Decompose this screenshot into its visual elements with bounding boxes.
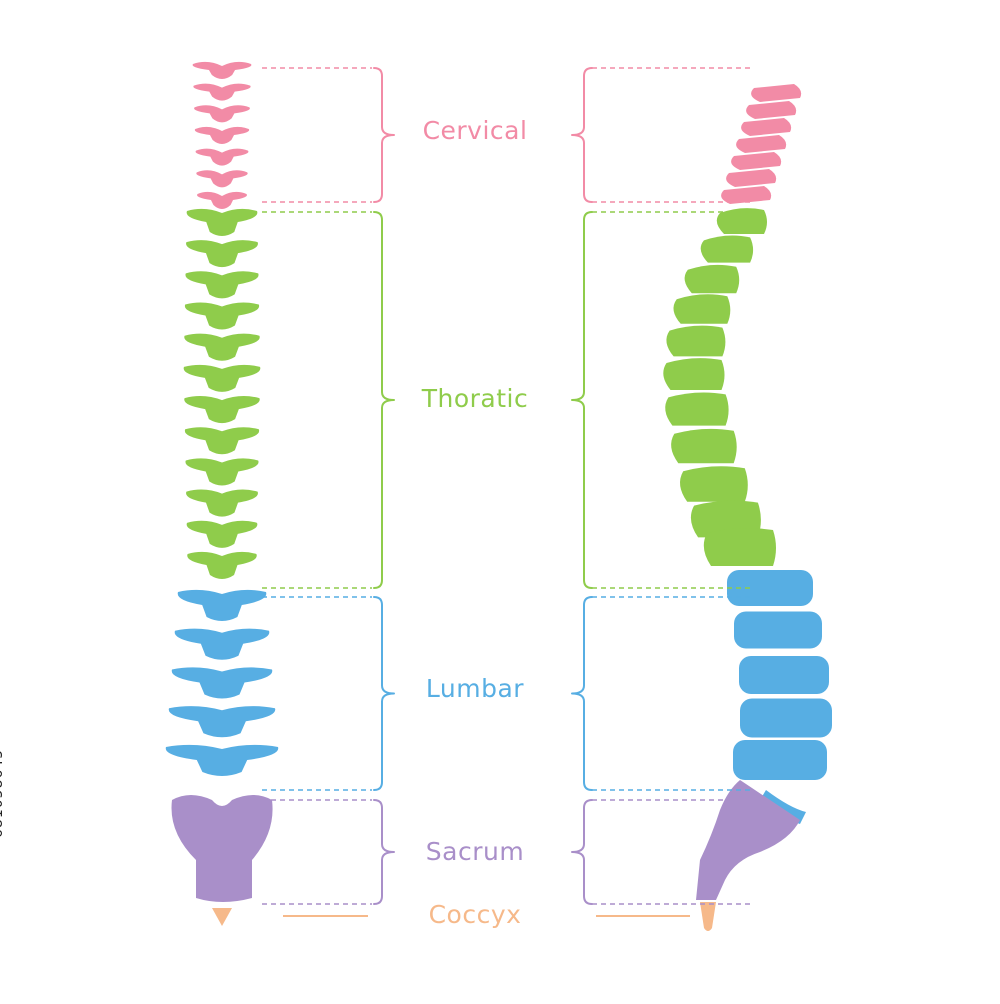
thoracic-vertebra-side (665, 392, 729, 426)
thoracic-vertebra-front (186, 240, 258, 268)
lumbar-vertebra-side (740, 698, 832, 738)
cervical-vertebra-front (195, 148, 249, 166)
thoracic-vertebra-front (184, 396, 260, 424)
lumbar-vertebra-side (734, 611, 822, 649)
cervical-vertebra-front (192, 61, 252, 79)
cervical-vertebra-side (736, 135, 787, 153)
lumbar-vertebra-front (168, 706, 276, 738)
lumbar-facet-side (760, 790, 806, 824)
cervical-vertebra-front (194, 126, 250, 144)
cervical-vertebra-side (721, 186, 772, 204)
brace-right-cervical (571, 67, 593, 203)
brace-left-lumbar (373, 596, 395, 791)
label-lumbar: Lumbar (425, 674, 525, 703)
lumbar-vertebra-front (174, 628, 270, 660)
lumbar-vertebra-front (177, 589, 267, 621)
thoracic-vertebra-side (703, 528, 776, 566)
cervical-vertebra-side (726, 169, 777, 187)
thoracic-vertebra-side (716, 208, 767, 234)
cervical-vertebra-side (746, 101, 797, 119)
thoracic-vertebra-front (186, 208, 258, 236)
spine-front-view (165, 61, 279, 926)
thoracic-vertebra-front (185, 271, 259, 299)
brace-left-cervical (373, 67, 395, 203)
thoracic-vertebra-front (183, 364, 261, 392)
thoracic-vertebra-side (684, 264, 740, 294)
brace-left-thoracic (373, 211, 395, 589)
thoracic-vertebra-side (671, 428, 737, 464)
cervical-vertebra-front (194, 105, 250, 123)
label-cervical: Cervical (422, 116, 528, 145)
thoracic-vertebra-side (700, 235, 754, 263)
brace-right-lumbar (571, 596, 593, 791)
sacrum-side (696, 780, 800, 900)
spine-side-view (663, 84, 832, 931)
cervical-vertebra-side (731, 152, 782, 170)
cervical-vertebra-front (193, 83, 251, 101)
label-thoracic: Thoratic (421, 384, 529, 413)
label-sacrum: Sacrum (425, 837, 525, 866)
thoracic-vertebra-side (673, 294, 731, 324)
lumbar-vertebra-side (733, 740, 827, 780)
sacrum-front (171, 795, 273, 902)
label-coccyx: Coccyx (428, 900, 522, 929)
lumbar-vertebra-side (739, 656, 829, 694)
thoracic-vertebra-front (187, 551, 257, 579)
thoracic-vertebra-front (186, 520, 258, 548)
thoracic-vertebra-side (666, 325, 726, 357)
brace-right-thoracic (571, 211, 593, 589)
stock-id: 681058645 (0, 748, 6, 838)
coccyx-side (700, 902, 716, 931)
cervical-vertebra-side (741, 118, 792, 136)
thoracic-vertebra-front (185, 458, 259, 486)
thoracic-vertebra-side (680, 466, 748, 502)
region-guides (262, 67, 752, 917)
thoracic-vertebra-front (184, 333, 260, 361)
thoracic-vertebra-front (184, 427, 260, 455)
brace-left-sacrum (373, 799, 395, 905)
thoracic-vertebra-side (663, 358, 725, 390)
cervical-vertebra-front (197, 191, 247, 209)
brace-right-sacrum (571, 799, 593, 905)
thoracic-vertebra-front (186, 489, 258, 517)
lumbar-vertebra-front (165, 744, 279, 776)
coccyx-front (212, 908, 232, 926)
cervical-vertebra-side (751, 84, 802, 102)
lumbar-vertebra-front (171, 667, 273, 699)
cervical-vertebra-front (196, 170, 248, 188)
thoracic-vertebra-front (184, 302, 260, 330)
